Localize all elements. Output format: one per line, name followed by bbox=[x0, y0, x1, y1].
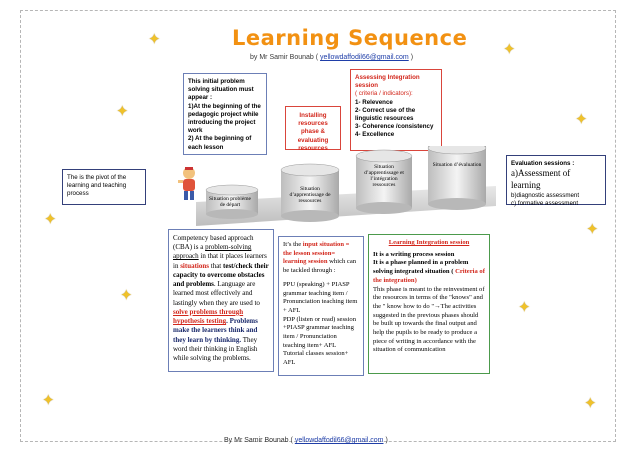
step-label: Situation d’apprentissage de ressources bbox=[289, 186, 331, 204]
star-icon: ✦ bbox=[116, 103, 129, 120]
step-label: Situation d’apprentissage et l’intégrati… bbox=[364, 164, 404, 188]
star-icon: ✦ bbox=[42, 392, 55, 409]
step-label: Situation d’évaluation bbox=[432, 162, 482, 168]
cylinder-icon bbox=[205, 184, 259, 219]
author-byline: by Mr Samir Bounab ( yellowdaffodil66@gm… bbox=[250, 54, 414, 61]
page-title: Learning Sequence bbox=[232, 26, 468, 50]
star-icon: ✦ bbox=[575, 111, 588, 128]
evaluation-sessions-box: Evaluation sessions : a)Assessment of le… bbox=[506, 155, 606, 207]
pivot-box: The is the pivot of the learning and tea… bbox=[62, 169, 146, 205]
page-frame bbox=[20, 10, 616, 442]
initial-situation-box: This initial problem solving situation m… bbox=[183, 73, 267, 155]
star-icon: ✦ bbox=[148, 31, 161, 48]
star-icon: ✦ bbox=[44, 211, 57, 228]
steps-diagram bbox=[196, 146, 496, 226]
integration-session-box: Learning Integration session It is a wri… bbox=[368, 234, 490, 374]
star-icon: ✦ bbox=[584, 395, 597, 412]
footer-credit: By Mr Samir Bounab ( yellowdaffodil66@gm… bbox=[224, 437, 388, 444]
star-icon: ✦ bbox=[503, 41, 516, 58]
person-icon bbox=[178, 167, 195, 200]
star-icon: ✦ bbox=[586, 221, 599, 238]
cylinder-icon bbox=[355, 149, 413, 214]
competency-box: Competency based approach (CBA) is a pro… bbox=[168, 229, 274, 372]
step-label: Situation problème de départ bbox=[208, 196, 251, 208]
footer-email-link[interactable]: yellowdaffodil66@gmail.com bbox=[294, 437, 384, 444]
base-ramp bbox=[196, 186, 496, 226]
star-icon: ✦ bbox=[518, 299, 531, 316]
cylinder-icon bbox=[280, 163, 340, 222]
assessing-integration-box: Assessing Integration session ( criteria… bbox=[350, 69, 442, 151]
author-email-link[interactable]: yellowdaffodil66@gmail.com bbox=[320, 54, 409, 61]
star-icon: ✦ bbox=[120, 287, 133, 304]
cylinder-icon bbox=[427, 146, 487, 210]
input-situation-box: It’s the input situation = the lesson se… bbox=[278, 236, 364, 376]
installing-resources-box: Installing resources phase & evaluating … bbox=[285, 106, 341, 152]
